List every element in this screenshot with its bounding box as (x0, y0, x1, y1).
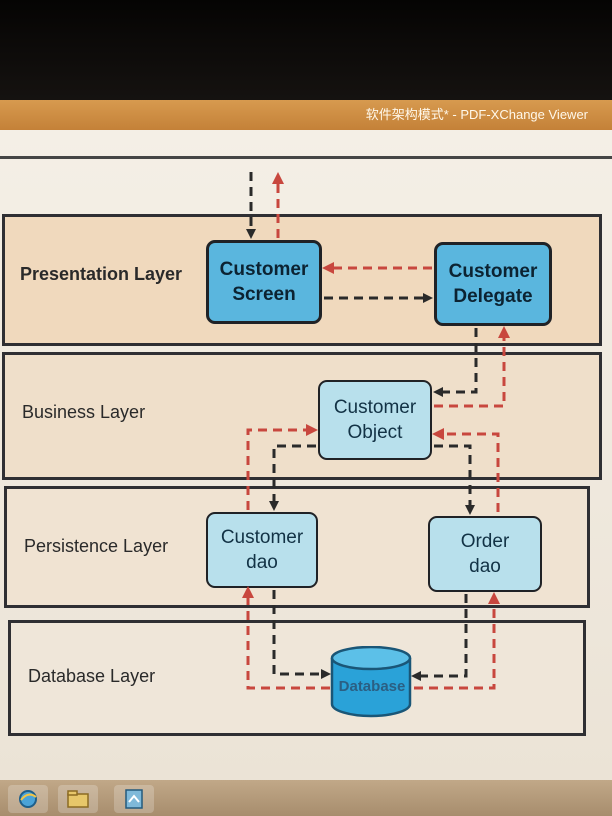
presentation-layer-label: Presentation Layer (20, 264, 183, 284)
response-arrow-order-dao-to-object (432, 428, 500, 512)
customer-delegate-line2: Delegate (453, 286, 533, 307)
request-arrow-customer-dao-to-database (272, 590, 331, 679)
request-arrow-delegate-to-object (433, 328, 478, 397)
business-layer-label: Business Layer (22, 402, 146, 422)
explorer-icon (67, 790, 89, 808)
taskbar-button-ie[interactable] (8, 785, 48, 813)
window-title: 软件架构模式* - PDF-XChange Viewer (365, 107, 588, 122)
order-dao-line2: dao (469, 556, 501, 577)
database-layer-label: Database Layer (28, 666, 156, 686)
pdf-viewer-icon (125, 789, 143, 809)
response-arrow-customer-dao-to-object (246, 424, 318, 510)
request-arrow-object-to-order-dao (434, 444, 475, 515)
taskbar (0, 780, 612, 816)
customer-delegate-box: Customer Delegate (434, 242, 552, 326)
customer-dao-line1: Customer (220, 527, 304, 548)
window-titlebar[interactable]: 软件架构模式* - PDF-XChange Viewer (0, 100, 612, 130)
customer-screen-line2: Screen (232, 284, 296, 305)
customer-object-line1: Customer (333, 397, 417, 418)
customer-delegate-line1: Customer (448, 261, 538, 282)
business-layer (2, 352, 602, 480)
response-arrow-database-to-customer-dao (242, 586, 330, 690)
ie-icon (19, 790, 37, 808)
response-arrow-database-to-order-dao (414, 592, 500, 690)
dark-background (0, 0, 612, 100)
database-label: Database (338, 678, 406, 695)
order-dao-box: Order dao (428, 516, 542, 592)
customer-screen-line1: Customer (219, 259, 309, 280)
taskbar-button-explorer[interactable] (58, 785, 98, 813)
customer-object-line2: Object (347, 422, 403, 443)
request-arrow-order-dao-to-database (411, 594, 468, 681)
response-arrow-object-to-delegate (434, 326, 510, 408)
order-dao-line1: Order (460, 531, 510, 552)
request-arrow-object-to-customer-dao (269, 444, 316, 511)
page-divider (0, 156, 612, 159)
persistence-layer-label: Persistence Layer (24, 536, 169, 556)
customer-screen-box: Customer Screen (206, 240, 322, 324)
database-layer (8, 620, 586, 736)
customer-dao-line2: dao (246, 552, 278, 573)
taskbar-button-pdf-viewer[interactable] (114, 785, 154, 813)
customer-dao-box: Customer dao (206, 512, 318, 588)
customer-object-box: Customer Object (318, 380, 432, 460)
database-cylinder (330, 646, 412, 718)
